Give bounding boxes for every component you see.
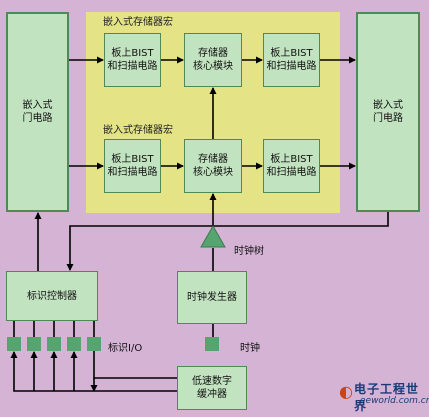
right-logic-block: 嵌入式 门电路: [356, 12, 420, 212]
id-io-label: 标识I/O: [108, 343, 143, 354]
buffer-block: 低速数字 缓冲器: [177, 366, 247, 410]
memory-core-bottom: 存储器 核心模块: [184, 139, 242, 193]
memory-macro-top-title: 嵌入式存储器宏: [103, 17, 173, 28]
logo-en-text: eeworld.com.cn: [360, 396, 429, 406]
io-pad-1: [7, 337, 21, 351]
eeworld-logo: ◐ 电子工程世界 eeworld.com.cn: [336, 378, 429, 417]
wire-pad5-to-buffer: [93, 351, 177, 379]
io-pad-5: [87, 337, 101, 351]
clock-tree-label: 时钟树: [234, 246, 264, 257]
bist-block-top-left: 板上BIST 和扫描电路: [104, 33, 161, 87]
io-pad-2: [27, 337, 41, 351]
clock-pad: [205, 337, 219, 351]
left-logic-block: 嵌入式 门电路: [6, 12, 69, 212]
logo-mark-icon: ◐: [339, 382, 353, 401]
memory-core-top: 存储器 核心模块: [184, 33, 242, 87]
clock-tree-buffer-icon: [200, 224, 226, 248]
clock-generator-block: 时钟发生器: [177, 271, 247, 324]
io-pad-4: [67, 337, 81, 351]
bist-block-bottom-right: 板上BIST 和扫描电路: [263, 139, 320, 193]
id-controller-block: 标识控制器: [6, 271, 98, 321]
logo-cn-text: 电子工程世界: [354, 382, 420, 413]
arrow-buffer-to-pad1: [10, 351, 177, 392]
memory-macro-bottom-title: 嵌入式存储器宏: [103, 125, 173, 136]
clock-label: 时钟: [240, 343, 260, 354]
bist-block-bottom-left: 板上BIST 和扫描电路: [104, 139, 161, 193]
io-pad-3: [47, 337, 61, 351]
bist-block-top-right: 板上BIST 和扫描电路: [263, 33, 320, 87]
arrow-right-to-controller: [66, 212, 389, 271]
